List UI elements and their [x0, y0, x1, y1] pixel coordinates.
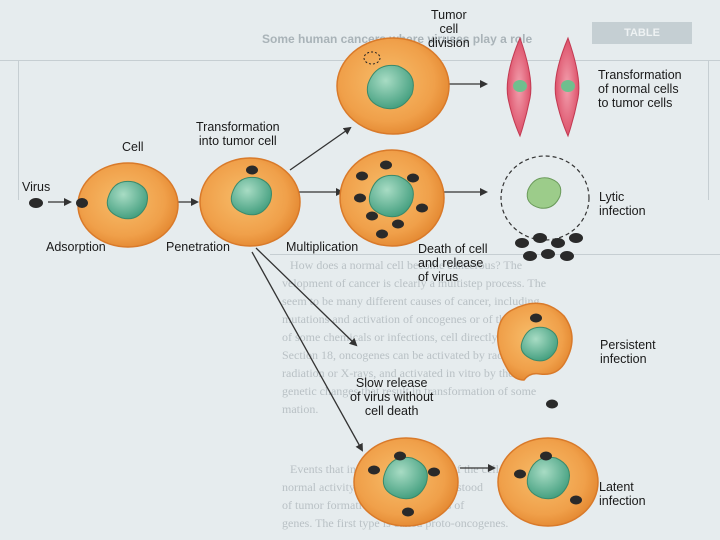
virus-particle [29, 198, 43, 208]
label-transformation-normal: Transformation of normal cells to tumor … [598, 68, 682, 110]
label-latent-infection: Latent infection [599, 480, 646, 508]
cell-persistent [496, 302, 573, 409]
bg-paragraph-line: seem to be many different causes of canc… [282, 294, 540, 308]
bg-paragraph-line: velopment of cancer is clearly a multist… [282, 276, 547, 290]
cell-transformed [336, 37, 450, 135]
bg-rule [270, 254, 720, 255]
label-tumor-cell-division: Tumor cell division [428, 8, 470, 50]
label-cell: Cell [122, 140, 144, 154]
label-slow-release: Slow release of virus without cell death [350, 376, 434, 418]
bg-paragraph-line: Section 18, oncogenes can be activated b… [282, 348, 534, 362]
label-lytic-infection: Lytic infection [599, 190, 646, 218]
cell-penetration [199, 157, 301, 247]
bg-paragraph-line: mutations and activation of oncogenes or… [282, 312, 540, 326]
bg-paragraph-line: How does a normal cell become cancerous?… [290, 258, 523, 272]
bg-paragraph-line: mation. [282, 402, 319, 416]
cell-multiplication [339, 149, 445, 247]
cell-adsorption [76, 162, 179, 248]
cell-latent-b [497, 437, 599, 527]
bg-paragraph-line: genetic changes that result in transform… [282, 384, 537, 398]
lysed-cell [500, 155, 590, 261]
bg-paragraph-line: radiation or X-rays, and activated in vi… [282, 366, 514, 380]
label-transformation-into-tumor: Transformation into tumor cell [196, 120, 280, 148]
bg-vrule [18, 60, 19, 200]
label-multiplication: Multiplication [286, 240, 359, 254]
label-death-release: Death of cell and release of virus [418, 242, 488, 284]
label-penetration: Penetration [166, 240, 230, 254]
label-persistent-infection: Persistent infection [600, 338, 656, 366]
table-tag: TABLE [592, 22, 692, 44]
bg-vrule [708, 60, 709, 200]
label-virus: Virus [22, 180, 51, 194]
bg-paragraph-line: of some chemicals or infections, cell di… [282, 330, 522, 344]
cell-latent-a [353, 437, 459, 527]
arrow-to-persistent [255, 247, 358, 347]
label-adsorption: Adsorption [46, 240, 106, 254]
arrow-to-latent [251, 251, 363, 452]
arrow-to-transformation [289, 126, 352, 171]
tumor-cells [506, 36, 580, 138]
